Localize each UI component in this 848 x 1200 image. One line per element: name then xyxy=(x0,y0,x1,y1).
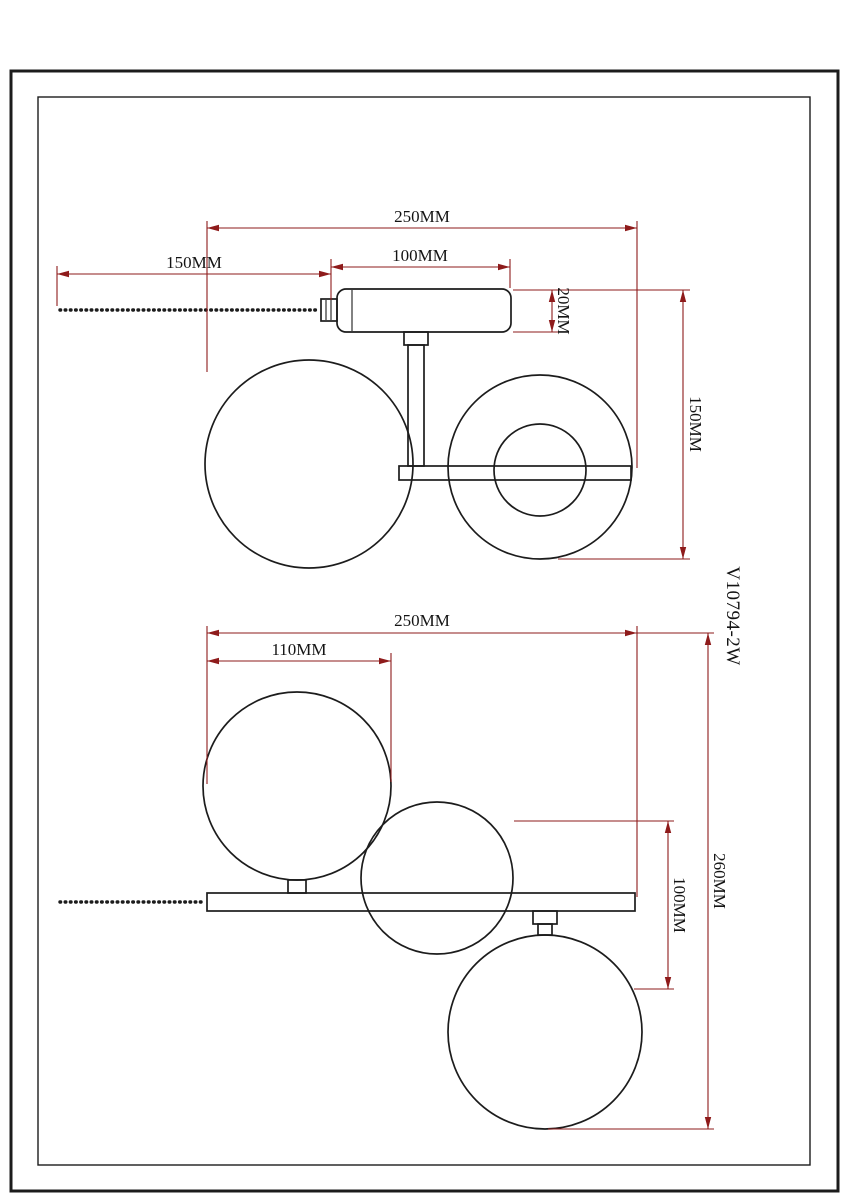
sphere-neck-bottom xyxy=(532,910,558,925)
dim-label-100mm-drop: 100MM xyxy=(670,877,689,933)
sphere-neck-bottom-lower xyxy=(537,923,553,936)
chain-connector xyxy=(320,298,338,322)
outer-border xyxy=(9,69,840,1193)
inner-border xyxy=(37,96,811,1166)
top-view: 250MM 150MM 100MM 20MM 150MM xyxy=(56,207,705,569)
mounting-plate xyxy=(206,892,636,912)
top-view-geometry xyxy=(58,288,633,569)
stem-collar xyxy=(403,331,429,346)
glass-sphere-top xyxy=(202,691,392,881)
bottom-view-geometry xyxy=(58,691,643,1130)
drawing-frame xyxy=(9,69,840,1193)
dim-label-150mm-height: 150MM xyxy=(686,396,705,452)
dim-label-250mm-bottom: 250MM xyxy=(394,611,450,630)
lamp-body xyxy=(336,288,512,333)
dim-label-150mm-chain: 150MM xyxy=(166,253,222,272)
dim-label-110mm: 110MM xyxy=(271,640,326,659)
bottom-view: 250MM 110MM 100MM 260MM xyxy=(58,611,729,1130)
glass-sphere-middle xyxy=(360,801,514,955)
dim-label-20mm: 20MM xyxy=(554,287,573,334)
dim-label-260mm: 260MM xyxy=(710,853,729,909)
socket-ring xyxy=(493,423,587,517)
glass-sphere-right xyxy=(447,374,633,560)
sphere-neck-top xyxy=(287,879,307,894)
model-number-label: V10794-2W xyxy=(722,566,743,665)
top-view-dimensions: 250MM 150MM 100MM 20MM 150MM xyxy=(56,207,705,560)
mounting-bar xyxy=(398,465,632,481)
dim-label-250mm-top: 250MM xyxy=(394,207,450,226)
glass-sphere-left xyxy=(204,359,414,569)
stem xyxy=(407,344,425,467)
glass-sphere-bottom xyxy=(447,934,643,1130)
dim-label-100mm-body: 100MM xyxy=(392,246,448,265)
bottom-view-dimensions: 250MM 110MM 100MM 260MM xyxy=(206,611,729,1130)
